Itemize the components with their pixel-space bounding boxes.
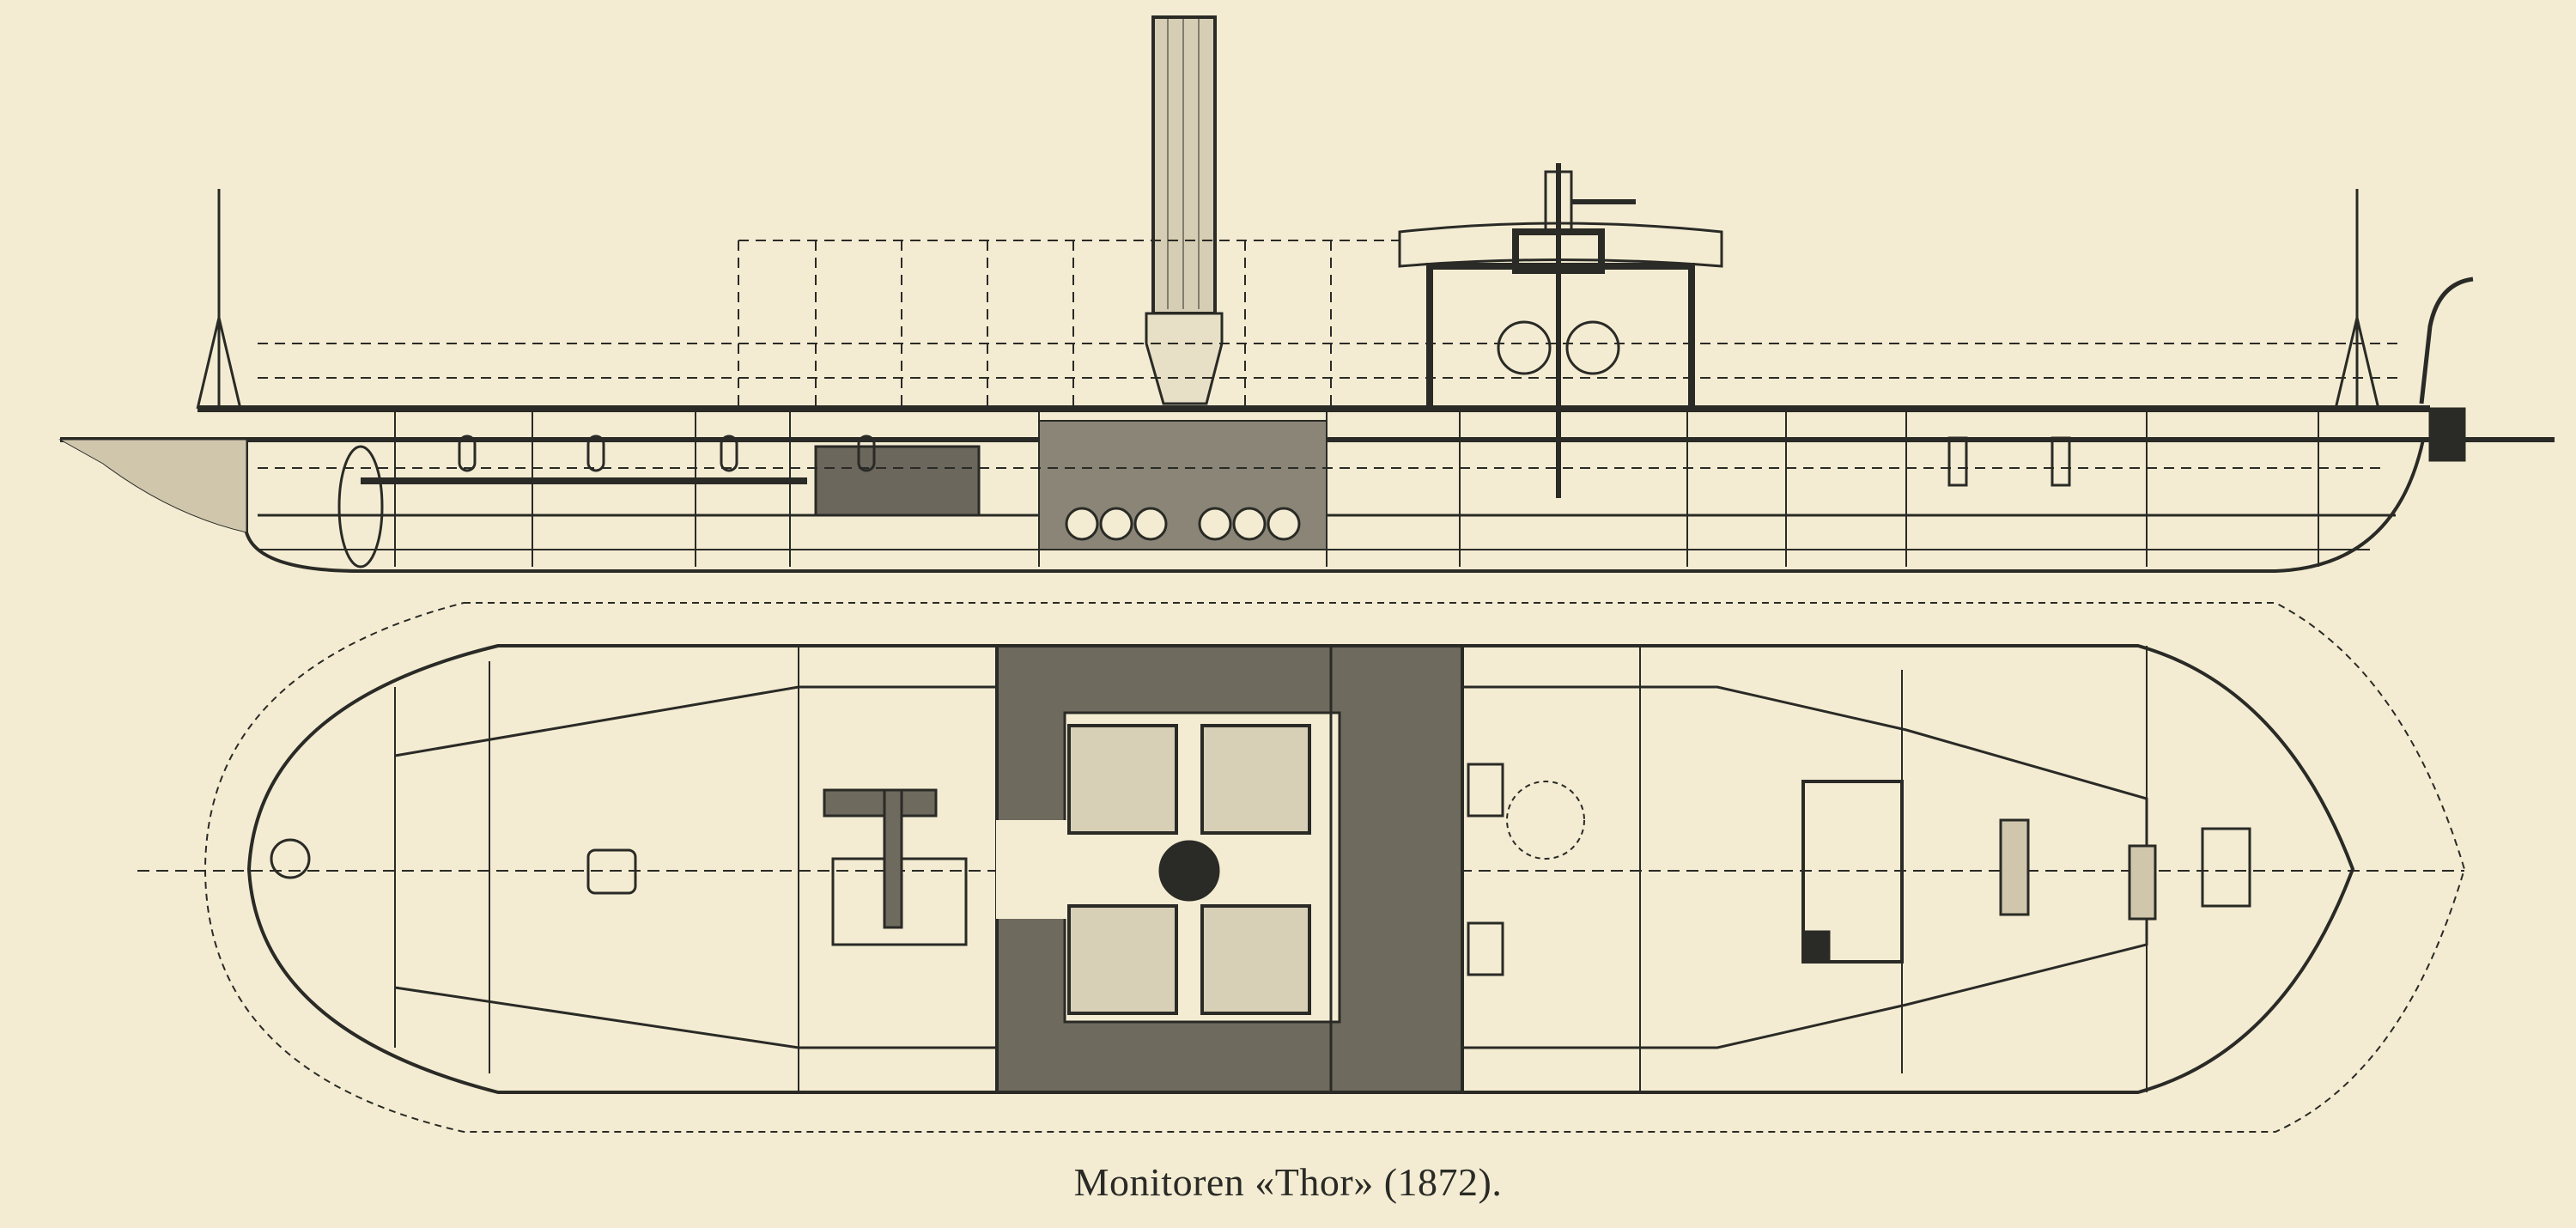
side-profile-view [58, 15, 2555, 573]
figure-caption: Monitoren «Thor» (1872). [1073, 1160, 1503, 1204]
deck-plan-view [137, 602, 2466, 1133]
